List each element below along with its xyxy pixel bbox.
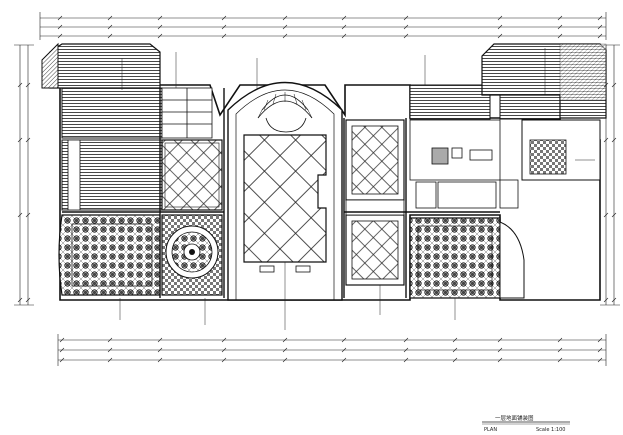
plan-label: PLAN (484, 427, 497, 433)
right-diamond-rooms (345, 119, 405, 286)
top-left-bay (41, 42, 161, 89)
left-dimension-lines (14, 44, 34, 306)
rotunda (161, 214, 223, 296)
annotation-leaders (119, 48, 595, 330)
bathroom (521, 119, 601, 181)
kitchen-area (409, 119, 519, 209)
top-right-plank-rooms (409, 43, 607, 120)
bottom-right-ornate-room (409, 217, 525, 299)
dimension-ticks (17, 15, 617, 363)
scale-label: Scale 1:100 (536, 427, 565, 433)
left-diamond-room (161, 139, 223, 211)
stair-block (161, 87, 213, 139)
title-block: 一层地面铺装图 PLAN Scale 1:100 (482, 414, 570, 433)
grand-hall (227, 81, 343, 301)
left-plank-room (61, 87, 163, 211)
drawing-title: 一层地面铺装图 (495, 414, 534, 422)
bottom-left-ornate-room (58, 214, 161, 296)
bottom-dimension-lines (57, 334, 607, 366)
interior-walls (62, 88, 500, 298)
top-dimension-lines (39, 12, 607, 40)
